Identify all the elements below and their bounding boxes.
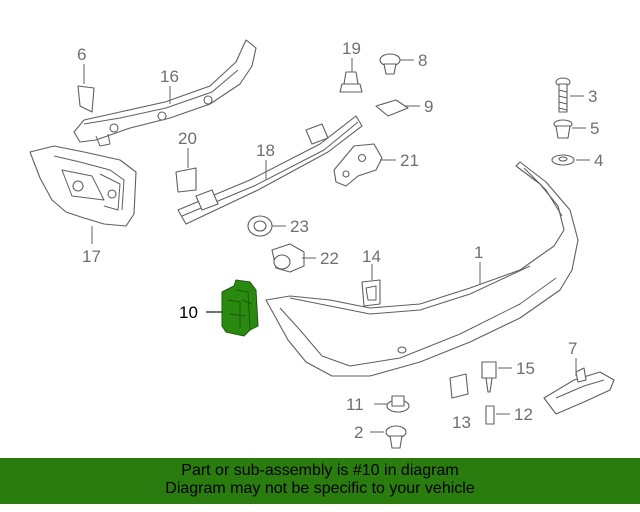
part-8-clip[interactable] bbox=[379, 53, 401, 75]
callout-20: 20 bbox=[178, 129, 197, 148]
callout-6: 6 bbox=[77, 45, 86, 64]
banner-line-1: Part or sub-assembly is #10 in diagram bbox=[181, 462, 459, 479]
callout-11: 11 bbox=[346, 395, 364, 414]
part-23-grommet[interactable] bbox=[247, 215, 273, 237]
part-20-pad[interactable] bbox=[175, 167, 197, 193]
callout-15: 15 bbox=[516, 359, 535, 378]
callout-4: 4 bbox=[594, 151, 603, 170]
info-banner: Part or sub-assembly is #10 in diagram D… bbox=[0, 458, 640, 504]
part-16-bracket[interactable] bbox=[73, 39, 257, 147]
part-2-screw[interactable] bbox=[385, 425, 407, 449]
part-4-washer[interactable] bbox=[551, 154, 575, 166]
callout-22: 22 bbox=[320, 249, 339, 268]
callout-2: 2 bbox=[354, 423, 363, 442]
part-12-clip[interactable] bbox=[485, 405, 495, 425]
callout-8: 8 bbox=[418, 51, 427, 70]
part-5-collar[interactable] bbox=[553, 119, 573, 139]
callout-19: 19 bbox=[342, 39, 361, 58]
part-18-beam[interactable] bbox=[177, 115, 363, 225]
part-22-sensor[interactable] bbox=[271, 243, 305, 273]
callout-9: 9 bbox=[424, 97, 433, 116]
callout-18: 18 bbox=[256, 141, 275, 160]
part-9-pad[interactable] bbox=[375, 99, 409, 117]
callout-21: 21 bbox=[400, 151, 419, 170]
part-17-side-bracket[interactable] bbox=[29, 145, 137, 227]
callout-23: 23 bbox=[290, 217, 309, 236]
part-13-pad[interactable] bbox=[449, 373, 469, 399]
part-1-bumper-cover[interactable] bbox=[265, 161, 579, 377]
callout-14: 14 bbox=[362, 247, 381, 266]
callout-13: 13 bbox=[452, 413, 471, 432]
callout-5: 5 bbox=[590, 119, 599, 138]
callout-12: 12 bbox=[514, 405, 533, 424]
callout-3: 3 bbox=[588, 87, 597, 106]
part-11-push-clip[interactable] bbox=[386, 395, 410, 413]
callout-16: 16 bbox=[160, 67, 179, 86]
part-15-clip[interactable] bbox=[481, 361, 497, 393]
part-3-bolt[interactable] bbox=[555, 77, 571, 113]
part-10-highlighted[interactable] bbox=[221, 279, 259, 337]
callout-17: 17 bbox=[82, 247, 101, 266]
banner-line-2: Diagram may not be specific to your vehi… bbox=[165, 480, 475, 497]
part-21-bracket[interactable] bbox=[333, 143, 383, 187]
part-6-pad[interactable] bbox=[77, 85, 95, 113]
callout-7: 7 bbox=[568, 339, 577, 358]
part-7-strip[interactable] bbox=[543, 367, 615, 415]
part-19-nut[interactable] bbox=[339, 71, 363, 93]
part-14-bracket[interactable] bbox=[361, 279, 381, 307]
callout-10: 10 bbox=[179, 303, 198, 322]
parts-diagram: 16 6 17 20 18 21 19 bbox=[29, 39, 615, 449]
callout-1: 1 bbox=[474, 243, 483, 262]
